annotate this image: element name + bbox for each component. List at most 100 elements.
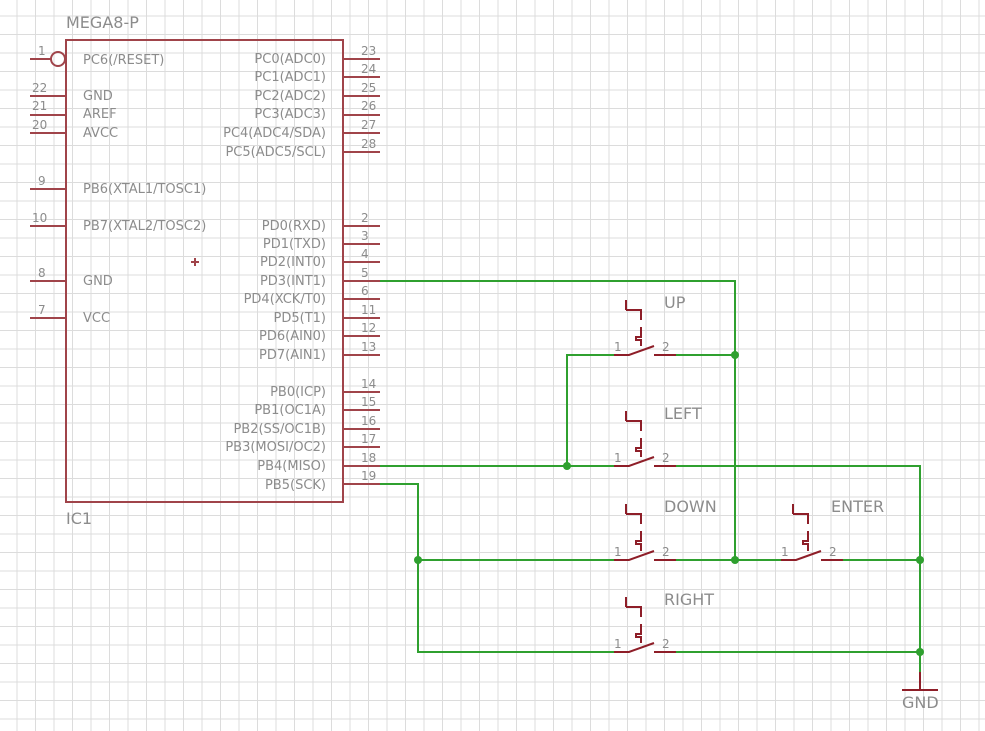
pin-label: PD6(AIN0) [259,329,326,344]
junction-dot [731,556,739,564]
pin-number: 3 [361,229,369,243]
wire-gnd-bus[interactable] [676,465,921,690]
pin-label: PD1(TXD) [263,237,326,252]
pin-label: PB5(SCK) [265,478,326,493]
pin-label: PD5(T1) [274,311,326,326]
ground-label: GND [902,693,939,712]
pin-number: 11 [361,303,376,317]
pin-number: 24 [361,62,376,76]
pin-label: PC2(ADC2) [254,89,326,104]
pin-label: PB2(SS/OC1B) [233,422,326,437]
pin-number: 21 [32,99,47,113]
switch-label: LEFT [664,404,702,423]
switch-contact [614,550,676,561]
pin-number: 5 [361,266,369,280]
pin-label: GND [83,89,113,104]
pin-number: 22 [32,81,47,95]
ic-body [65,39,344,503]
left-pin[interactable]: 7 VCC [30,303,110,326]
switch-actuator [625,411,642,457]
left-pin[interactable]: 22 GND [30,81,113,104]
switch-contact [614,642,676,653]
pin-number: 15 [361,395,376,409]
left-pin[interactable]: 1 PC6(/RESET) [30,44,164,68]
pin-label: PC0(ADC0) [254,52,326,67]
left-pin[interactable]: 10 PB7(XTAL2/TOSC2) [30,211,206,234]
ground-symbol[interactable]: GND [902,672,939,712]
pin-number: 9 [38,174,46,188]
left-pin[interactable]: 20 AVCC [30,118,118,141]
pin-label: PC1(ADC1) [254,70,326,85]
pin-label: PB4(MISO) [257,459,326,474]
reset-inversion-bubble [50,51,66,67]
ic1-component[interactable]: MEGA8-P IC1 [50,13,344,528]
wire-pb5-right[interactable] [380,483,614,653]
switch-actuator [792,504,809,551]
switch-down[interactable]: 1 2 DOWN [614,497,717,561]
ic-left-pins: 1 PC6(/RESET) 22 GND 21 AREF 20 AVCC 9 P… [30,44,206,326]
pin-number: 13 [361,340,376,354]
pin-label: PC4(ADC4/SDA) [223,126,326,141]
left-pin[interactable]: 21 AREF [30,99,117,122]
ic-ref: IC1 [66,509,92,528]
junction-dot [414,556,422,564]
switch-label: ENTER [831,497,884,516]
pin-number: 17 [361,432,376,446]
pin-label: PD4(XCK/T0) [244,292,326,307]
pin-label: PC6(/RESET) [83,53,164,68]
switch-label: RIGHT [664,590,714,609]
pin-number: 1 [38,44,46,58]
pin-number: 2 [361,211,369,225]
pin-number: 10 [32,211,47,225]
nets [380,280,921,690]
pin-label: PD0(RXD) [262,219,326,234]
pin-label: PD2(INT0) [260,255,326,270]
pin-number: 20 [32,118,47,132]
switch-pin1: 1 [614,545,622,559]
left-pin[interactable]: 9 PB6(XTAL1/TOSC1) [30,174,206,197]
switch-left[interactable]: 1 2 LEFT [614,404,702,467]
junction-dot [731,351,739,359]
wire-up-pin1[interactable] [566,354,614,466]
switch-contact [614,456,676,467]
pin-label: VCC [83,311,110,326]
left-pin[interactable]: 8 GND [30,266,113,289]
pin-label: PB1(OC1A) [254,403,326,418]
pin-label: PD7(AIN1) [259,348,326,363]
pin-label: PB0(ICP) [270,385,326,400]
pin-label: PB7(XTAL2/TOSC2) [83,219,206,234]
pin-label: PB3(MOSI/OC2) [225,440,326,455]
ic-name: MEGA8-P [66,13,139,32]
switch-up[interactable]: 1 2 UP [614,293,686,356]
switch-right[interactable]: 1 2 RIGHT [614,590,714,653]
pin-number: 7 [38,303,46,317]
pin-label: PB6(XTAL1/TOSC1) [83,182,206,197]
switch-contact [614,345,676,356]
switch-enter[interactable]: 1 2 ENTER [781,497,884,561]
pin-label: PD3(INT1) [260,274,326,289]
pin-number: 12 [361,321,376,335]
pin-label: GND [83,274,113,289]
pin-label: AVCC [83,126,118,141]
